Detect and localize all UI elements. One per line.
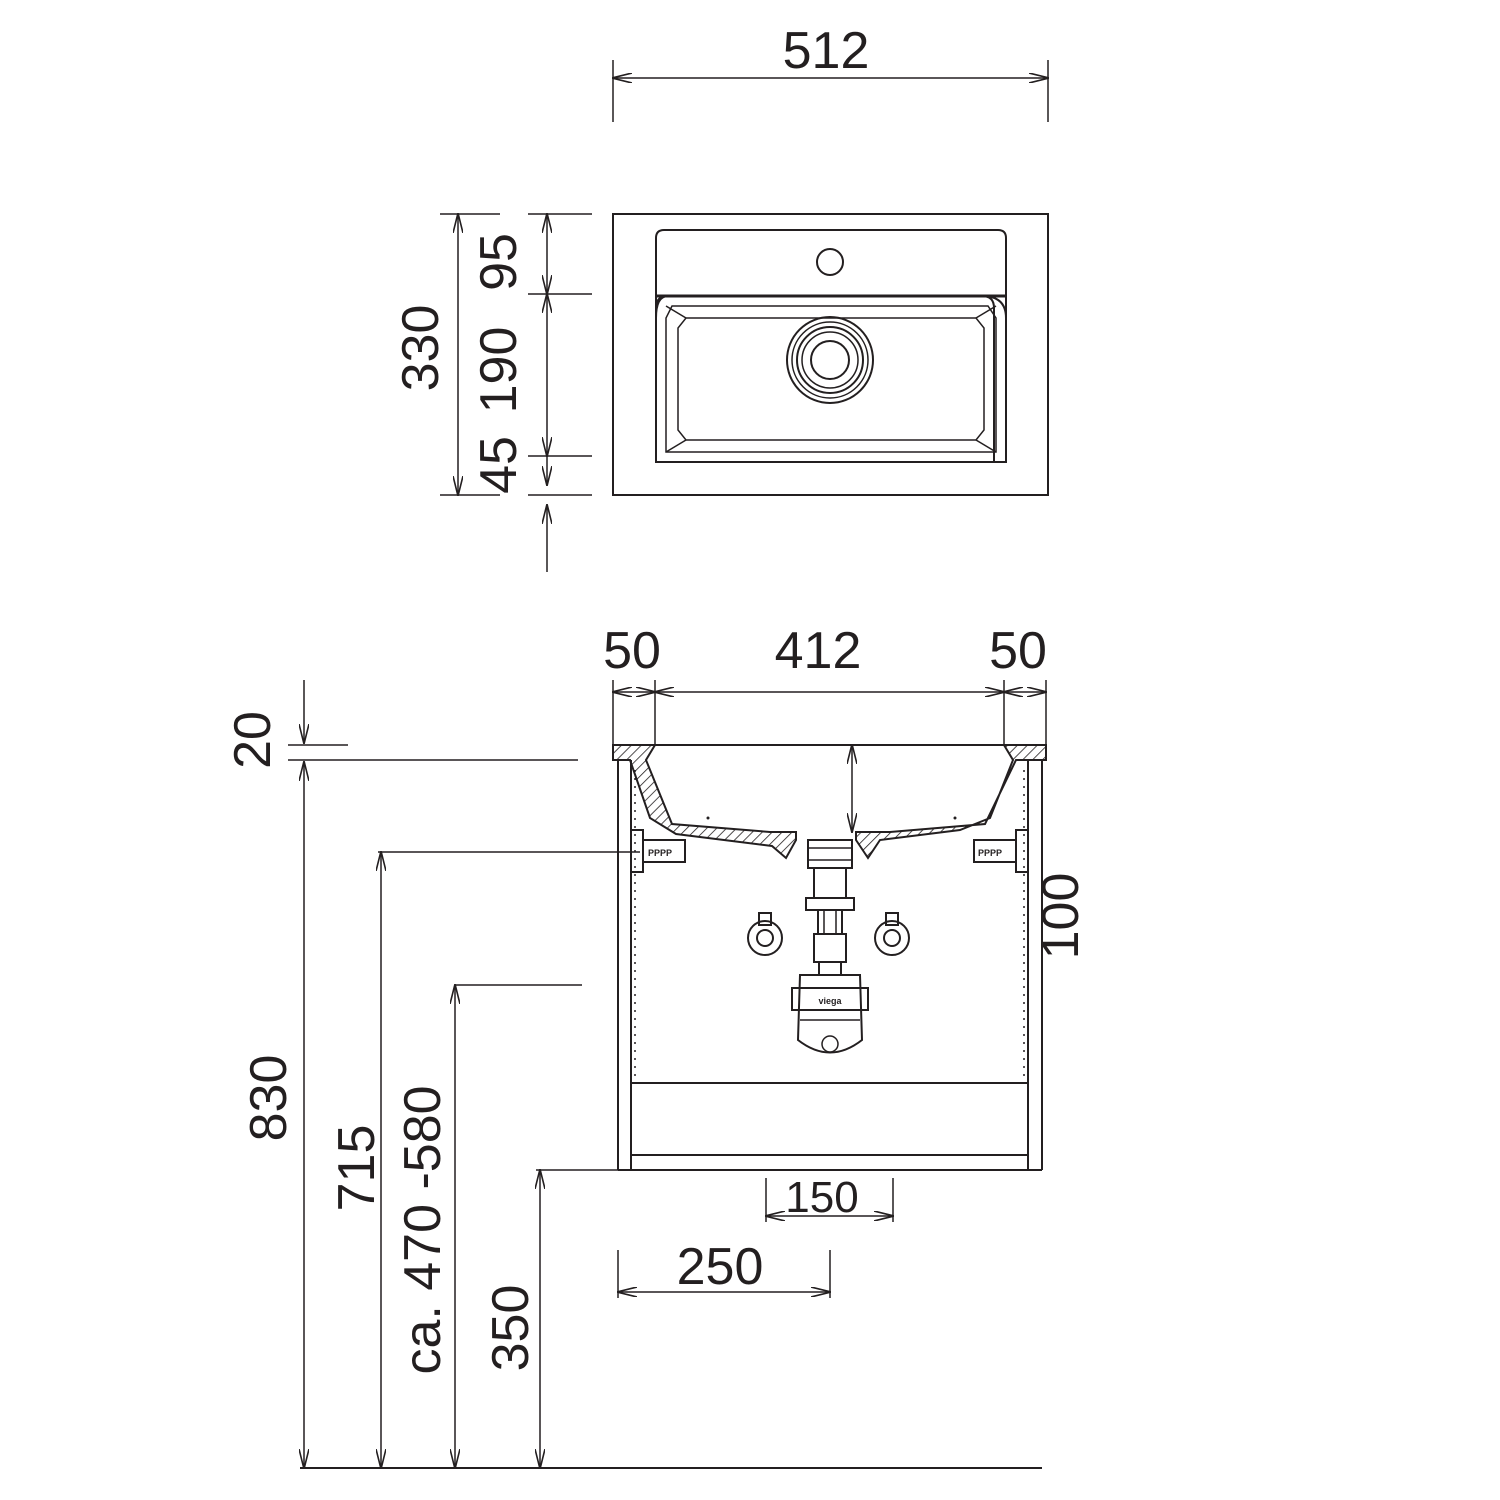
svg-text:PPPP: PPPP: [648, 848, 672, 858]
dim-label-715: 715: [328, 1125, 386, 1212]
dimension-drain-width: 150: [766, 1173, 893, 1222]
dimension-drain-offset: 250: [618, 1238, 830, 1298]
dim-label-412: 412: [775, 622, 862, 680]
dim-label-350: 350: [482, 1285, 540, 1372]
dim-label-outlet-range: ca. 470 -580: [394, 1085, 452, 1374]
dim-label-50-right: 50: [989, 622, 1047, 680]
basin-rim-top: [655, 229, 1007, 463]
dimension-depth-330: 330: [392, 214, 500, 495]
dim-label-150: 150: [785, 1173, 858, 1222]
angle-valve-left: [747, 912, 783, 956]
drain-outlet-top: [786, 316, 874, 404]
dimension-width-512: 512: [613, 22, 1048, 122]
wall-bracket-right: PPPP: [973, 829, 1029, 873]
trap-brand-label: viega: [818, 996, 842, 1006]
svg-text:PPPP: PPPP: [978, 848, 1002, 858]
dim-label-45: 45: [470, 436, 528, 494]
dimension-bracket-height: 715: [328, 852, 640, 1468]
wall-bracket-left: PPPP: [630, 829, 686, 873]
washbasin-outline-top: [612, 213, 1049, 496]
siphon-trap: viega: [791, 839, 869, 1054]
basin-bowl-top: [655, 295, 1007, 463]
angle-valve-right: [874, 912, 910, 956]
dim-label-830: 830: [240, 1055, 298, 1142]
dim-label-95: 95: [470, 233, 528, 291]
dimension-segments: 95 190 45: [470, 214, 592, 572]
dimension-outlet-height: ca. 470 -580: [394, 985, 582, 1468]
dim-label-100: 100: [1032, 873, 1090, 960]
dimension-top-thickness: 20: [224, 680, 578, 769]
top-view: 512 330: [392, 22, 1049, 572]
dim-label-512: 512: [783, 22, 870, 80]
washbasin-section: [612, 744, 1047, 860]
dimension-total-height: 830: [240, 762, 304, 1468]
tap-hole: [816, 248, 844, 276]
dim-label-190: 190: [470, 327, 528, 414]
dimension-cabinet-bottom: 350: [482, 1170, 618, 1468]
dim-label-250: 250: [677, 1238, 764, 1296]
dim-label-20: 20: [224, 711, 282, 769]
dim-label-50-left: 50: [603, 622, 661, 680]
dim-label-330: 330: [392, 305, 450, 392]
cabinet: [617, 760, 1043, 1171]
dimension-widths-front: 50 412 50: [603, 622, 1047, 745]
dimension-basin-depth: 100: [852, 745, 1090, 959]
front-view: 50 412 50 100: [224, 622, 1090, 1469]
